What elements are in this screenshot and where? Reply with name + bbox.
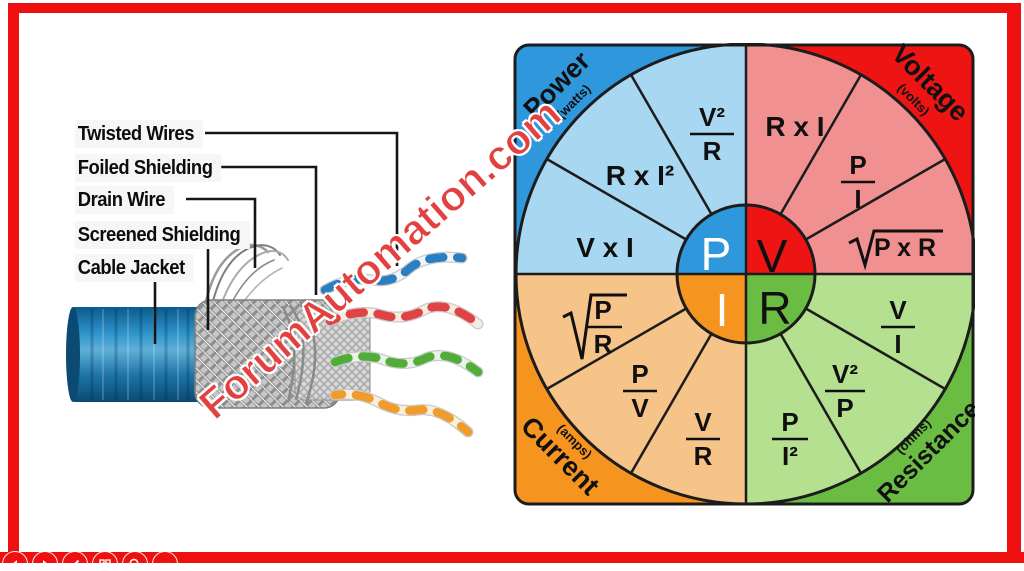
formula-p-over-i-num: P	[849, 150, 866, 180]
cross-lines	[515, 45, 973, 504]
wheel-border	[513, 43, 975, 506]
formula-p-over-i2-den: I²	[782, 441, 798, 471]
label-screened-shielding: Screened Shielding	[75, 221, 250, 249]
braid-wrap-strands	[280, 301, 317, 405]
formula-v2-over-p-num: V²	[832, 359, 858, 389]
wheel-hub	[675, 203, 817, 345]
pen-icon	[70, 559, 80, 569]
center-letter-r: R	[758, 282, 791, 334]
sqrt-p-x-r-radical	[848, 229, 943, 271]
formula-v2-over-r-num: V²	[699, 102, 725, 132]
wheel-center-letters: P V I R	[701, 228, 792, 336]
twisted-pair-green	[329, 350, 484, 378]
formula-v-over-r-den: R	[694, 441, 713, 471]
resistance-ring	[746, 274, 975, 504]
power-formulas: V x I R x I² V² R	[576, 102, 734, 263]
center-letter-p: P	[701, 228, 732, 280]
voltage-ring	[746, 44, 975, 274]
leader-lines	[153, 131, 399, 344]
previous-slide-icon	[12, 560, 17, 568]
formula-v2-over-p-den: P	[836, 393, 853, 423]
label-foiled-shielding: Foiled Shielding	[75, 154, 222, 182]
center-letter-i: I	[716, 284, 729, 336]
formula-r-x-i: R x I	[765, 111, 824, 142]
sqrt-p-over-r-radical	[562, 293, 627, 360]
center-letter-v: V	[757, 230, 788, 282]
next-slide-icon	[43, 560, 48, 568]
screened-shielding	[194, 299, 371, 409]
formula-p-over-i-den: I	[854, 184, 861, 214]
formula-v-over-i-num: V	[889, 295, 907, 325]
slideshow-toolbar	[2, 551, 178, 571]
formula-v-over-i-den: I	[894, 329, 901, 359]
twisted-pair-red	[324, 301, 484, 330]
twisted-pair-orange	[329, 388, 474, 438]
next-slide-button[interactable]	[32, 551, 58, 571]
formula-sqrt-p-over-r-num: P	[594, 295, 611, 325]
label-twisted-wires: Twisted Wires	[75, 120, 204, 148]
cable-diagram	[66, 131, 484, 438]
zoom-icon	[129, 558, 141, 570]
bottom-red-bar	[0, 552, 1024, 563]
formula-p-over-v-num: P	[631, 359, 648, 389]
previous-slide-button[interactable]	[2, 551, 28, 571]
zoom-button[interactable]	[122, 551, 148, 571]
formula-v2-over-r-den: R	[703, 136, 722, 166]
see-all-slides-button[interactable]	[92, 551, 118, 571]
resistance-formulas: P I² V² P V I	[772, 295, 915, 471]
formula-sqrt-p-x-r: P x R	[874, 234, 936, 262]
pen-button[interactable]	[62, 551, 88, 571]
label-cable-jacket: Cable Jacket	[75, 254, 194, 282]
formula-v-over-r-num: V	[694, 407, 712, 437]
formula-p-over-v-den: V	[631, 393, 649, 423]
more-options-button[interactable]	[152, 551, 178, 571]
label-drain-wire: Drain Wire	[75, 186, 175, 214]
see-all-slides-icon	[99, 559, 111, 570]
power-ring	[516, 44, 746, 274]
sector-lines	[546, 74, 946, 474]
formula-r-x-i2: R x I²	[606, 160, 674, 191]
twisted-pair-blue	[319, 251, 468, 296]
formula-p-over-i2-num: P	[781, 407, 798, 437]
voltage-formulas: R x I P I P x R	[765, 111, 943, 271]
current-formulas: P R P V V R	[562, 293, 720, 471]
formula-sqrt-p-over-r-den: R	[594, 329, 613, 359]
ohms-law-wheel: Power (watts) Voltage (volts) (amps) Cur…	[513, 43, 975, 506]
formula-v-x-i: V x I	[576, 232, 634, 263]
cable-jacket	[66, 307, 205, 402]
more-options-icon	[160, 562, 170, 566]
current-ring	[516, 274, 746, 504]
